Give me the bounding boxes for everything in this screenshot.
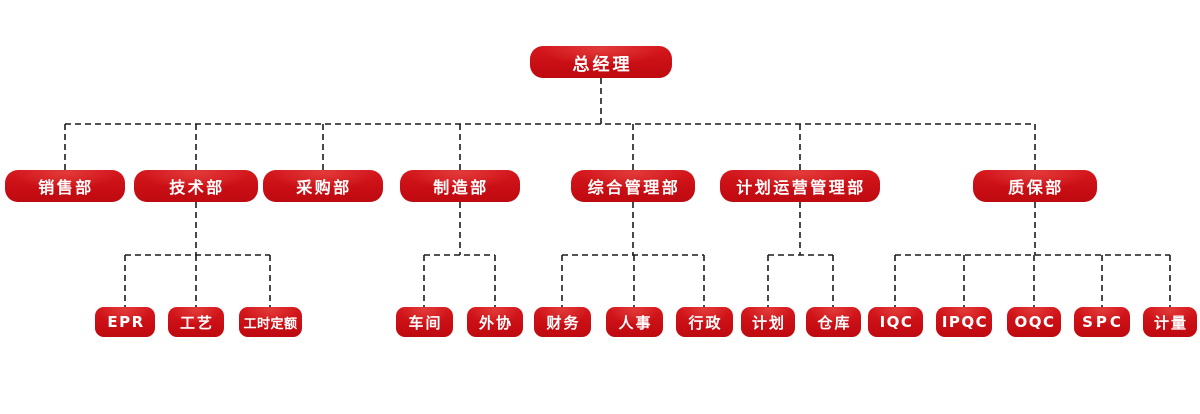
org-node-hr: 人事 [606, 307, 663, 337]
org-node-finance: 财务 [534, 307, 591, 337]
org-node-metrology: 计量 [1143, 307, 1197, 337]
org-node-ipqc: IPQC [936, 307, 992, 337]
org-node-sales-dept: 销售部 [5, 170, 125, 202]
org-node-process: 工艺 [168, 307, 224, 337]
connector-level2-drops [64, 124, 1036, 170]
org-node-outsourcing: 外协 [467, 307, 523, 337]
connector-qa-dept-group [894, 202, 1171, 307]
connector-tech-dept-group [124, 202, 271, 307]
org-node-iqc: IQC [868, 307, 923, 337]
connector-manufacturing-dept-group [423, 202, 496, 307]
org-node-labor-hour-quota: 工时定额 [239, 307, 302, 337]
org-node-admin: 行政 [676, 307, 733, 337]
org-node-general-manager: 总经理 [530, 46, 672, 78]
org-node-tech-dept: 技术部 [134, 170, 258, 202]
org-node-warehouse: 仓库 [806, 307, 861, 337]
org-node-planning: 计划 [741, 307, 795, 337]
org-node-qa-dept: 质保部 [973, 170, 1097, 202]
org-node-epr: EPR [95, 307, 155, 337]
org-node-spc: SPC [1074, 307, 1130, 337]
org-node-workshop: 车间 [396, 307, 453, 337]
org-node-general-admin-dept: 综合管理部 [571, 170, 695, 202]
connector-planning-operations-dept-group [767, 202, 834, 307]
connector-general-admin-dept-group [561, 202, 705, 307]
org-node-manufacturing-dept: 制造部 [400, 170, 520, 202]
org-node-purchasing-dept: 采购部 [263, 170, 383, 202]
org-node-oqc: OQC [1007, 307, 1061, 337]
org-node-planning-operations-dept: 计划运营管理部 [720, 170, 880, 202]
